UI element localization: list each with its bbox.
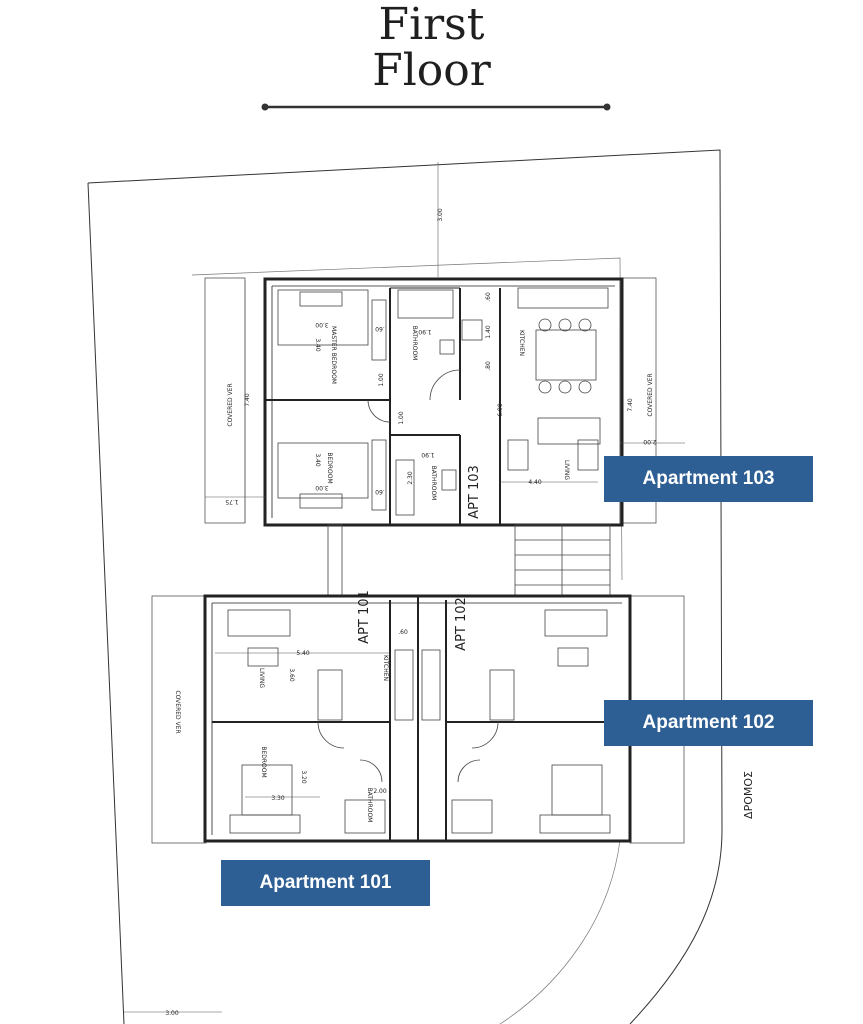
room-kitchen-103: KITCHEN — [518, 330, 525, 356]
room-covered-ver-right: COVERED VER — [647, 373, 654, 416]
dim-540: 5.40 — [296, 650, 310, 657]
street-label: ΔΡΟΜΟΣ — [742, 771, 755, 819]
dim-setback-top: 3.00 — [437, 208, 444, 222]
dim-690: 6.90 — [497, 403, 504, 417]
plot-boundary — [87, 149, 723, 1024]
dim-330: 3.30 — [271, 795, 285, 802]
title-underline — [261, 103, 611, 111]
apt-101-102-walls — [203, 594, 632, 843]
dim-height-left: 7.40 — [244, 393, 251, 407]
room-covered-ver-left: COVERED VER — [227, 383, 234, 426]
dim-200b: 2.00 — [373, 788, 387, 795]
tag-apt-102: APT 102 — [454, 597, 469, 651]
room-bedroom-103: BEDROOM — [326, 452, 333, 483]
title-line-1: First — [378, 0, 485, 50]
dim-60a: .60 — [375, 325, 385, 332]
dimension-texts: 3.00 7.40 7.40 1.75 2.00 3.40 3.00 3.40 … — [165, 208, 656, 1017]
dim-width-200: 2.00 — [643, 438, 657, 445]
room-bathroom-103a: BATHROOM — [411, 326, 418, 361]
title-line-2: Floor — [372, 45, 491, 96]
dim-140: 1.40 — [485, 325, 492, 339]
dim-100a: 1.00 — [378, 373, 385, 387]
dim-100b: 1.00 — [398, 411, 405, 425]
dim-60d: .60 — [398, 629, 408, 636]
dim-mb-300: 3.00 — [315, 321, 329, 328]
dim-mb-340: 3.40 — [314, 338, 321, 352]
stair-and-corridor — [327, 524, 611, 596]
dim-60b: .60 — [375, 488, 385, 495]
room-labels: MASTER BEDROOM BEDROOM BATHROOM BATHROOM… — [174, 326, 654, 823]
dim-360: 3.60 — [288, 668, 295, 682]
apartment-102-label[interactable]: Apartment 102 — [604, 700, 813, 746]
room-living-101: LIVING — [258, 668, 265, 688]
dim-b-340: 3.40 — [314, 453, 321, 467]
apt-103-furniture — [277, 287, 609, 516]
dim-setback-bottom: 3.00 — [165, 1010, 179, 1017]
room-master-bedroom: MASTER BEDROOM — [330, 326, 337, 384]
apt-101-102-furniture — [227, 609, 611, 834]
dim-440: 4.40 — [528, 479, 542, 486]
apartment-101-label[interactable]: Apartment 101 — [221, 860, 430, 906]
tag-apt-103: APT 103 — [467, 465, 482, 519]
apartment-tags: APT 103 APT 101 APT 102 — [357, 465, 482, 651]
dim-190b: 1.90 — [421, 451, 435, 458]
apt-103-walls — [263, 277, 624, 527]
apartment-103-label[interactable]: Apartment 103 — [604, 456, 813, 502]
room-bathroom-103b: BATHROOM — [430, 466, 437, 501]
room-bedroom-101: BEDROOM — [260, 746, 267, 777]
room-living-103: LIVING — [563, 460, 570, 480]
dim-80: .80 — [485, 361, 492, 371]
dim-width-175: 1.75 — [225, 498, 239, 505]
dim-230: 2.30 — [407, 471, 414, 485]
room-bathroom-101: BATHROOM — [366, 788, 373, 823]
dim-height-right: 7.40 — [627, 398, 634, 412]
dim-b-300: 3.00 — [315, 484, 329, 491]
dim-60c: .60 — [485, 292, 492, 302]
room-covered-ver-bottom: COVERED VER — [174, 690, 181, 733]
room-kitchen-101: KITCHEN — [382, 655, 389, 681]
tag-apt-101: APT 101 — [357, 590, 372, 644]
dim-190a: 1.90 — [418, 328, 432, 335]
dim-320: 3.20 — [300, 770, 307, 784]
